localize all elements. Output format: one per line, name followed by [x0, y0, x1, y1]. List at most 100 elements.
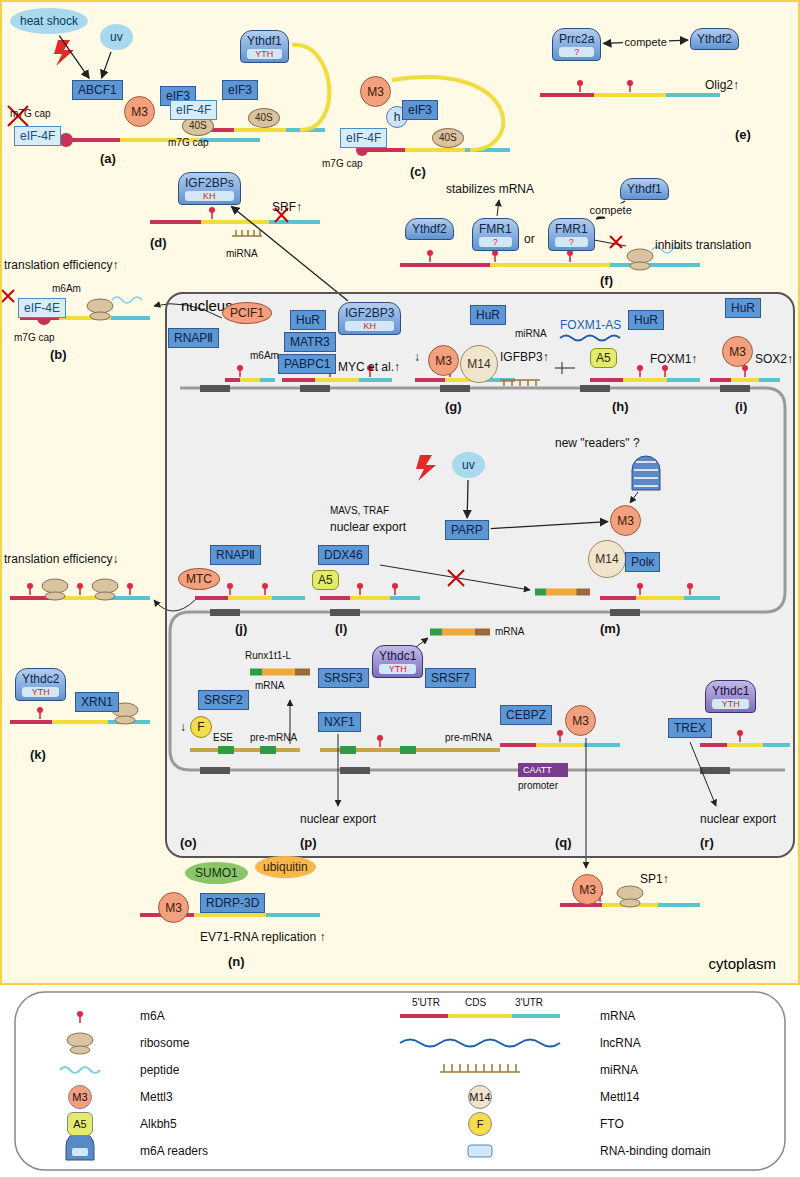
text-label: CAATT [523, 765, 552, 776]
reader-protein: Ythdc1YTH [705, 680, 756, 713]
protein-box: PARP [445, 520, 489, 540]
svg-use [37, 707, 43, 719]
svg-use [27, 583, 33, 595]
edge-label: compete [623, 35, 669, 48]
protein-box: eIF3 [402, 100, 438, 120]
node-label: Ythdf2 [697, 32, 732, 46]
svg-path [500, 380, 540, 386]
svg-use [357, 583, 363, 595]
node-label: eIF3 [408, 103, 432, 117]
reader-protein: FMR1? [472, 218, 519, 251]
text-label: SRF↑ [272, 200, 302, 214]
svg-path [400, 1040, 560, 1047]
reader-protein: IGF2BP3KH [338, 302, 401, 335]
text-label: M3 [72, 1090, 87, 1104]
svg-path [190, 748, 300, 752]
protein-box: HuR [628, 310, 664, 330]
connector-arrow [59, 36, 89, 79]
node-label: A5 [596, 351, 611, 365]
node-label: 40S [439, 131, 457, 145]
reader-protein: FMR1? [548, 218, 595, 251]
node-label: M3 [579, 883, 596, 897]
svg-use [637, 365, 643, 377]
svg-use [492, 250, 498, 262]
panel-letter: (q) [555, 836, 572, 850]
svg-use [710, 380, 780, 381]
node-label: M3 [131, 105, 148, 119]
mettl3-circle: M3 [124, 96, 155, 127]
node-label: M3 [572, 714, 589, 728]
node-label: FMR1 [479, 222, 512, 236]
mettl3-circle: M3 [722, 336, 753, 367]
svg-rect [610, 609, 640, 616]
node-label: 40S [189, 119, 207, 133]
panel-letter: (r) [700, 836, 714, 850]
svg-rect [15, 992, 785, 1170]
text-label: promoter [518, 780, 558, 792]
reader-protein: Ythdf2 [405, 218, 454, 240]
node-label: Prrc2a [559, 32, 594, 46]
reader-protein: Ythdf1YTH [240, 30, 289, 63]
svg-rect [72, 1148, 88, 1156]
panel-letter: (i) [735, 400, 747, 414]
protein-box: SRSF3 [318, 668, 369, 688]
svg-use [500, 745, 620, 746]
node-label: cytoplasm [708, 957, 776, 971]
node-label: RNAPⅡ [174, 331, 213, 345]
svg-path [154, 600, 195, 611]
panel-letter: (d) [150, 236, 167, 250]
nucleus-region: nucleusRNAPⅡPCIF1HuRMATR3PABPC1IGF2BP3KH… [165, 292, 795, 858]
svg-use [282, 380, 392, 381]
panel-letter: (f) [600, 274, 613, 288]
protein-box: RDRP-3D [200, 893, 265, 913]
svg-use [42, 579, 68, 600]
legend-text: lncRNA [600, 1036, 641, 1050]
connector-arrow [102, 52, 111, 78]
text-label: MAVS, TRAF [330, 505, 389, 517]
legend-text: ribosome [140, 1036, 189, 1050]
svg-rect [330, 609, 360, 616]
svg-path [292, 45, 329, 130]
mettl3-circle: M3 [565, 705, 596, 736]
svg-path [232, 230, 262, 236]
text-label: EV71-RNA replication ↑ [200, 930, 325, 944]
svg-use [67, 1033, 93, 1054]
protein-box: HuR [290, 310, 326, 330]
text-label: nuclear export [700, 812, 776, 826]
protein-box: NXF1 [318, 712, 361, 732]
node-label: SUMO1 [195, 866, 238, 880]
protein-box: HuR [725, 298, 761, 318]
svg-rect [300, 385, 330, 392]
svg-path [380, 565, 530, 590]
svg-use [262, 583, 268, 595]
svg-path [690, 742, 716, 806]
text-label: stabilizes mRNA [446, 182, 534, 196]
text-label: m7G cap [168, 137, 209, 149]
svg-rect [720, 385, 750, 392]
svg-path [610, 236, 622, 248]
node-label: Ythdc1 [379, 649, 416, 663]
svg-rect [468, 1145, 492, 1157]
text-label: m7G cap [14, 332, 55, 344]
node-label: ABCF1 [78, 83, 117, 97]
svg-path [634, 462, 658, 486]
panel-letter: (l) [335, 622, 347, 636]
text-label: m7G cap [10, 108, 51, 120]
domain-tag: YTH [22, 687, 59, 697]
sumo-ellipse: SUMO1 [185, 862, 248, 884]
svg-path [416, 455, 436, 481]
svg-use [150, 222, 320, 223]
node-label: F [197, 720, 204, 734]
text-label: translation efficiency↓ [4, 552, 119, 566]
node-label: M3 [617, 514, 634, 528]
text-label: mRNA [255, 680, 284, 692]
svg-use [60, 140, 260, 141]
node-label: Ythdf2 [412, 222, 447, 236]
factor-box: eIF-4F [170, 100, 217, 120]
node-label: M3 [367, 85, 384, 99]
domain-tag: ? [559, 47, 594, 57]
legend-text: peptide [140, 1063, 179, 1077]
panel-letter: (m) [600, 622, 620, 636]
factor-box: eIF-4F [340, 128, 387, 148]
